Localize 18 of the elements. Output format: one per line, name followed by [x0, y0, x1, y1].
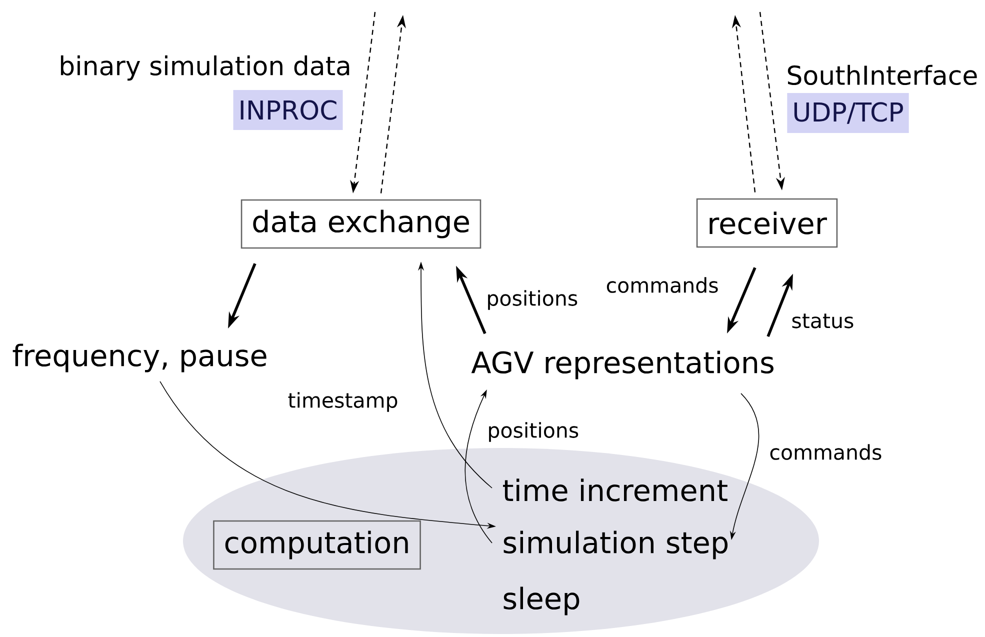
step-label: AGV representations	[471, 350, 774, 380]
step-label: frequency, pause	[12, 344, 266, 372]
edge-label: positions	[488, 290, 578, 310]
step-label: sleep	[504, 586, 580, 616]
edge-label: status	[792, 314, 854, 328]
edge-label: binary simulation data	[60, 55, 350, 81]
step-label: time increment	[503, 478, 728, 502]
edge-label: positions	[489, 422, 578, 442]
step-label: simulation step	[504, 530, 728, 560]
edge-label: timestamp	[288, 392, 398, 412]
edge-label: commands	[770, 444, 882, 460]
edge-label: commands	[606, 277, 718, 293]
process-box: computation	[213, 520, 421, 570]
process-box: receiver	[696, 198, 838, 248]
protocol-tag: INPROC	[233, 90, 343, 130]
protocol-tag: UDP/TCP	[787, 93, 909, 133]
process-box: data exchange	[240, 199, 482, 249]
edge-label: SouthInterface	[788, 64, 977, 86]
